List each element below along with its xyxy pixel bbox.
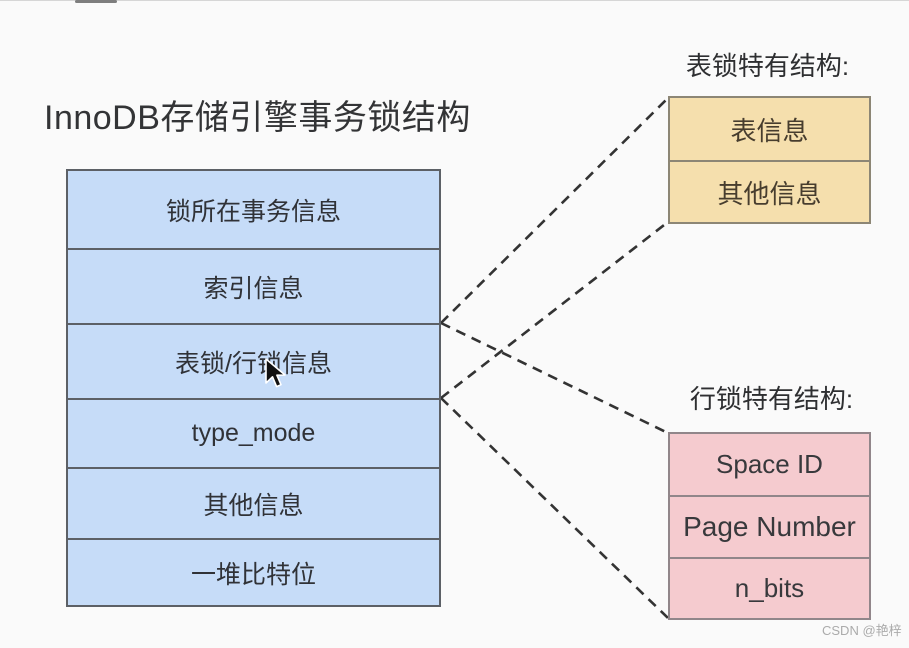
watermark: CSDN @艳梓: [822, 623, 902, 638]
lock-structure-row: 表锁/行锁信息: [68, 323, 439, 398]
table-lock-row: 其他信息: [670, 160, 869, 222]
lock-structure-row: type_mode: [68, 398, 439, 467]
row-lock-row: n_bits: [670, 556, 869, 618]
connector-tablelock-lower: [440, 220, 669, 400]
connector-rowlock-lower: [440, 397, 669, 619]
table-lock-row: 表信息: [730, 115, 809, 146]
lock-structure-row: 其他信息: [68, 467, 439, 538]
lock-structure-row: 锁所在事务信息: [165, 197, 341, 226]
table-lock-label: 表锁特有结构:: [685, 51, 850, 81]
table-lock-structure: 表信息 其他信息: [668, 96, 871, 224]
lock-structure-table: 锁所在事务信息 索引信息 表锁/行锁信息 type_mode 其他信息 一堆比特…: [66, 169, 441, 607]
lock-structure-row: 一堆比特位: [68, 538, 439, 605]
top-edge-marker: [75, 0, 117, 3]
row-lock-row: Space ID: [716, 449, 823, 480]
diagram-title: InnoDB存储引擎事务锁结构: [44, 99, 471, 137]
row-lock-label: 行锁特有结构:: [689, 384, 854, 414]
row-lock-row: Page Number: [670, 495, 869, 556]
lock-structure-row: 索引信息: [68, 248, 439, 323]
connector-rowlock-upper: [440, 321, 669, 435]
row-lock-structure: Space ID Page Number n_bits: [668, 432, 871, 620]
connector-tablelock-upper: [440, 97, 669, 324]
top-edge-line: [0, 0, 909, 1]
